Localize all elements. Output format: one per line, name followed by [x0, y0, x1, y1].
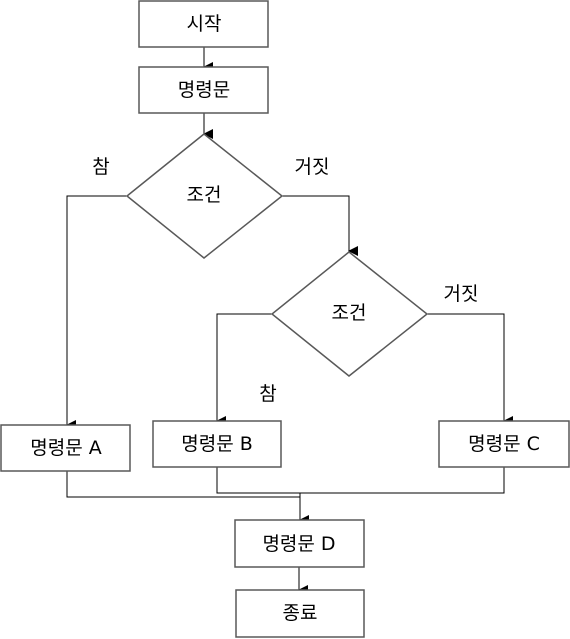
end-box: [235, 589, 365, 638]
statement-a-label: 명령문 A: [30, 437, 101, 459]
connector-cond2-true: [216, 313, 272, 426]
end-label: 종료: [283, 602, 318, 624]
statement-a-box: [0, 424, 131, 472]
start-box: [138, 0, 269, 48]
condition-2-label: 조건: [332, 302, 367, 324]
connector-cond2-false: [427, 313, 513, 426]
connector-cond1-true: [66, 195, 127, 430]
cond1-false-label: 거짓: [295, 156, 330, 178]
statement-b-label: 명령문 B: [181, 433, 253, 455]
cond2-true-label: 참: [259, 383, 276, 405]
statement-c-label: 명령문 C: [468, 433, 540, 455]
condition-1-label: 조건: [187, 184, 222, 206]
connector-stmt-a-to-d: [66, 471, 300, 498]
statement-label: 명령문: [178, 79, 230, 101]
condition-diamond-2: [270, 251, 429, 377]
statement-d-label: 명령문 D: [262, 533, 335, 555]
connector-cond1-false: [282, 195, 358, 256]
connector-stmt-b-to-d: [216, 467, 505, 494]
cond1-true-label: 참: [92, 156, 109, 178]
statement-c-box: [438, 420, 570, 468]
statement-d-box: [234, 519, 365, 568]
statement-b-box: [152, 420, 282, 468]
start-label: 시작: [187, 13, 222, 35]
cond2-false-label: 거짓: [444, 283, 479, 305]
condition-diamond-1: [125, 133, 284, 259]
statement-box: [138, 66, 269, 114]
